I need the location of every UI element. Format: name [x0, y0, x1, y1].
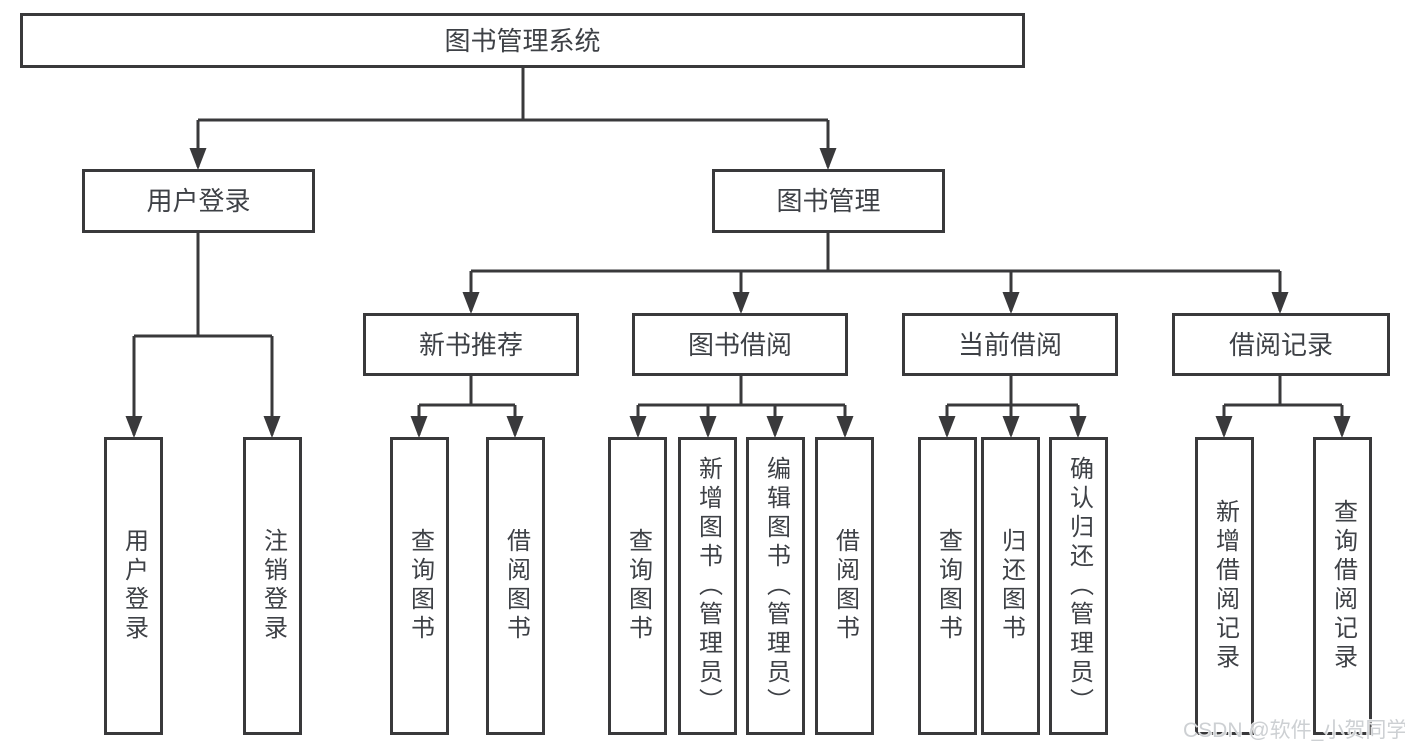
node-book-borrow: 图书借阅 [632, 313, 848, 376]
arrow-down-icon [462, 292, 480, 314]
csdn-watermark: CSDN @软件_小贺同学 [1183, 719, 1405, 742]
connector-book-management-children [469, 233, 1282, 311]
node-borrow-books-action: 借阅图书 [815, 437, 874, 735]
arrow-down-icon [506, 416, 524, 438]
arrow-down-icon [1002, 292, 1020, 314]
arrow-down-icon [1069, 416, 1087, 438]
arrow-down-icon [263, 416, 281, 438]
arrow-down-icon [1002, 416, 1020, 438]
connector-borrow-records-children [1222, 376, 1344, 435]
arrow-down-icon [1271, 292, 1289, 314]
node-root-library-system: 图书管理系统 [20, 13, 1025, 68]
arrow-down-icon [1333, 416, 1351, 438]
arrow-down-icon [125, 416, 143, 438]
arrow-down-icon [410, 416, 428, 438]
node-add-borrow-record: 新增借阅记录 [1195, 437, 1254, 735]
connector-new-book-recommend-children [417, 376, 517, 435]
node-book-management: 图书管理 [712, 169, 945, 233]
node-confirm-return-admin: 确认归还（管理员） [1049, 437, 1108, 735]
node-add-book-admin: 新增图书（管理员） [678, 437, 737, 735]
arrow-down-icon [938, 416, 956, 438]
node-user-login: 用户登录 [82, 169, 315, 233]
connector-user-login-children [132, 233, 274, 435]
arrowhead-icons [125, 148, 1351, 438]
node-query-books-borrow: 查询图书 [608, 437, 667, 735]
node-new-book-recommend: 新书推荐 [363, 313, 579, 376]
node-edit-book-admin: 编辑图书（管理员） [746, 437, 805, 735]
node-borrow-books-recommend: 借阅图书 [486, 437, 545, 735]
node-user-login-action: 用户登录 [104, 437, 163, 735]
node-query-books-current: 查询图书 [918, 437, 977, 735]
arrow-down-icon [732, 292, 750, 314]
node-borrow-records: 借阅记录 [1172, 313, 1390, 376]
arrow-down-icon [819, 148, 837, 170]
node-query-books-recommend: 查询图书 [390, 437, 449, 735]
connector-book-borrow-children [636, 376, 847, 435]
arrow-down-icon [1215, 416, 1233, 438]
node-return-books: 归还图书 [981, 437, 1040, 735]
node-logout-action: 注销登录 [243, 437, 302, 735]
arrow-down-icon [189, 148, 207, 170]
arrow-down-icon [699, 416, 717, 438]
connector-root-to-level2 [196, 68, 830, 167]
arrow-down-icon [766, 416, 784, 438]
node-query-borrow-record: 查询借阅记录 [1313, 437, 1372, 735]
arrow-down-icon [629, 416, 647, 438]
arrow-down-icon [836, 416, 854, 438]
node-current-borrow: 当前借阅 [902, 313, 1118, 376]
